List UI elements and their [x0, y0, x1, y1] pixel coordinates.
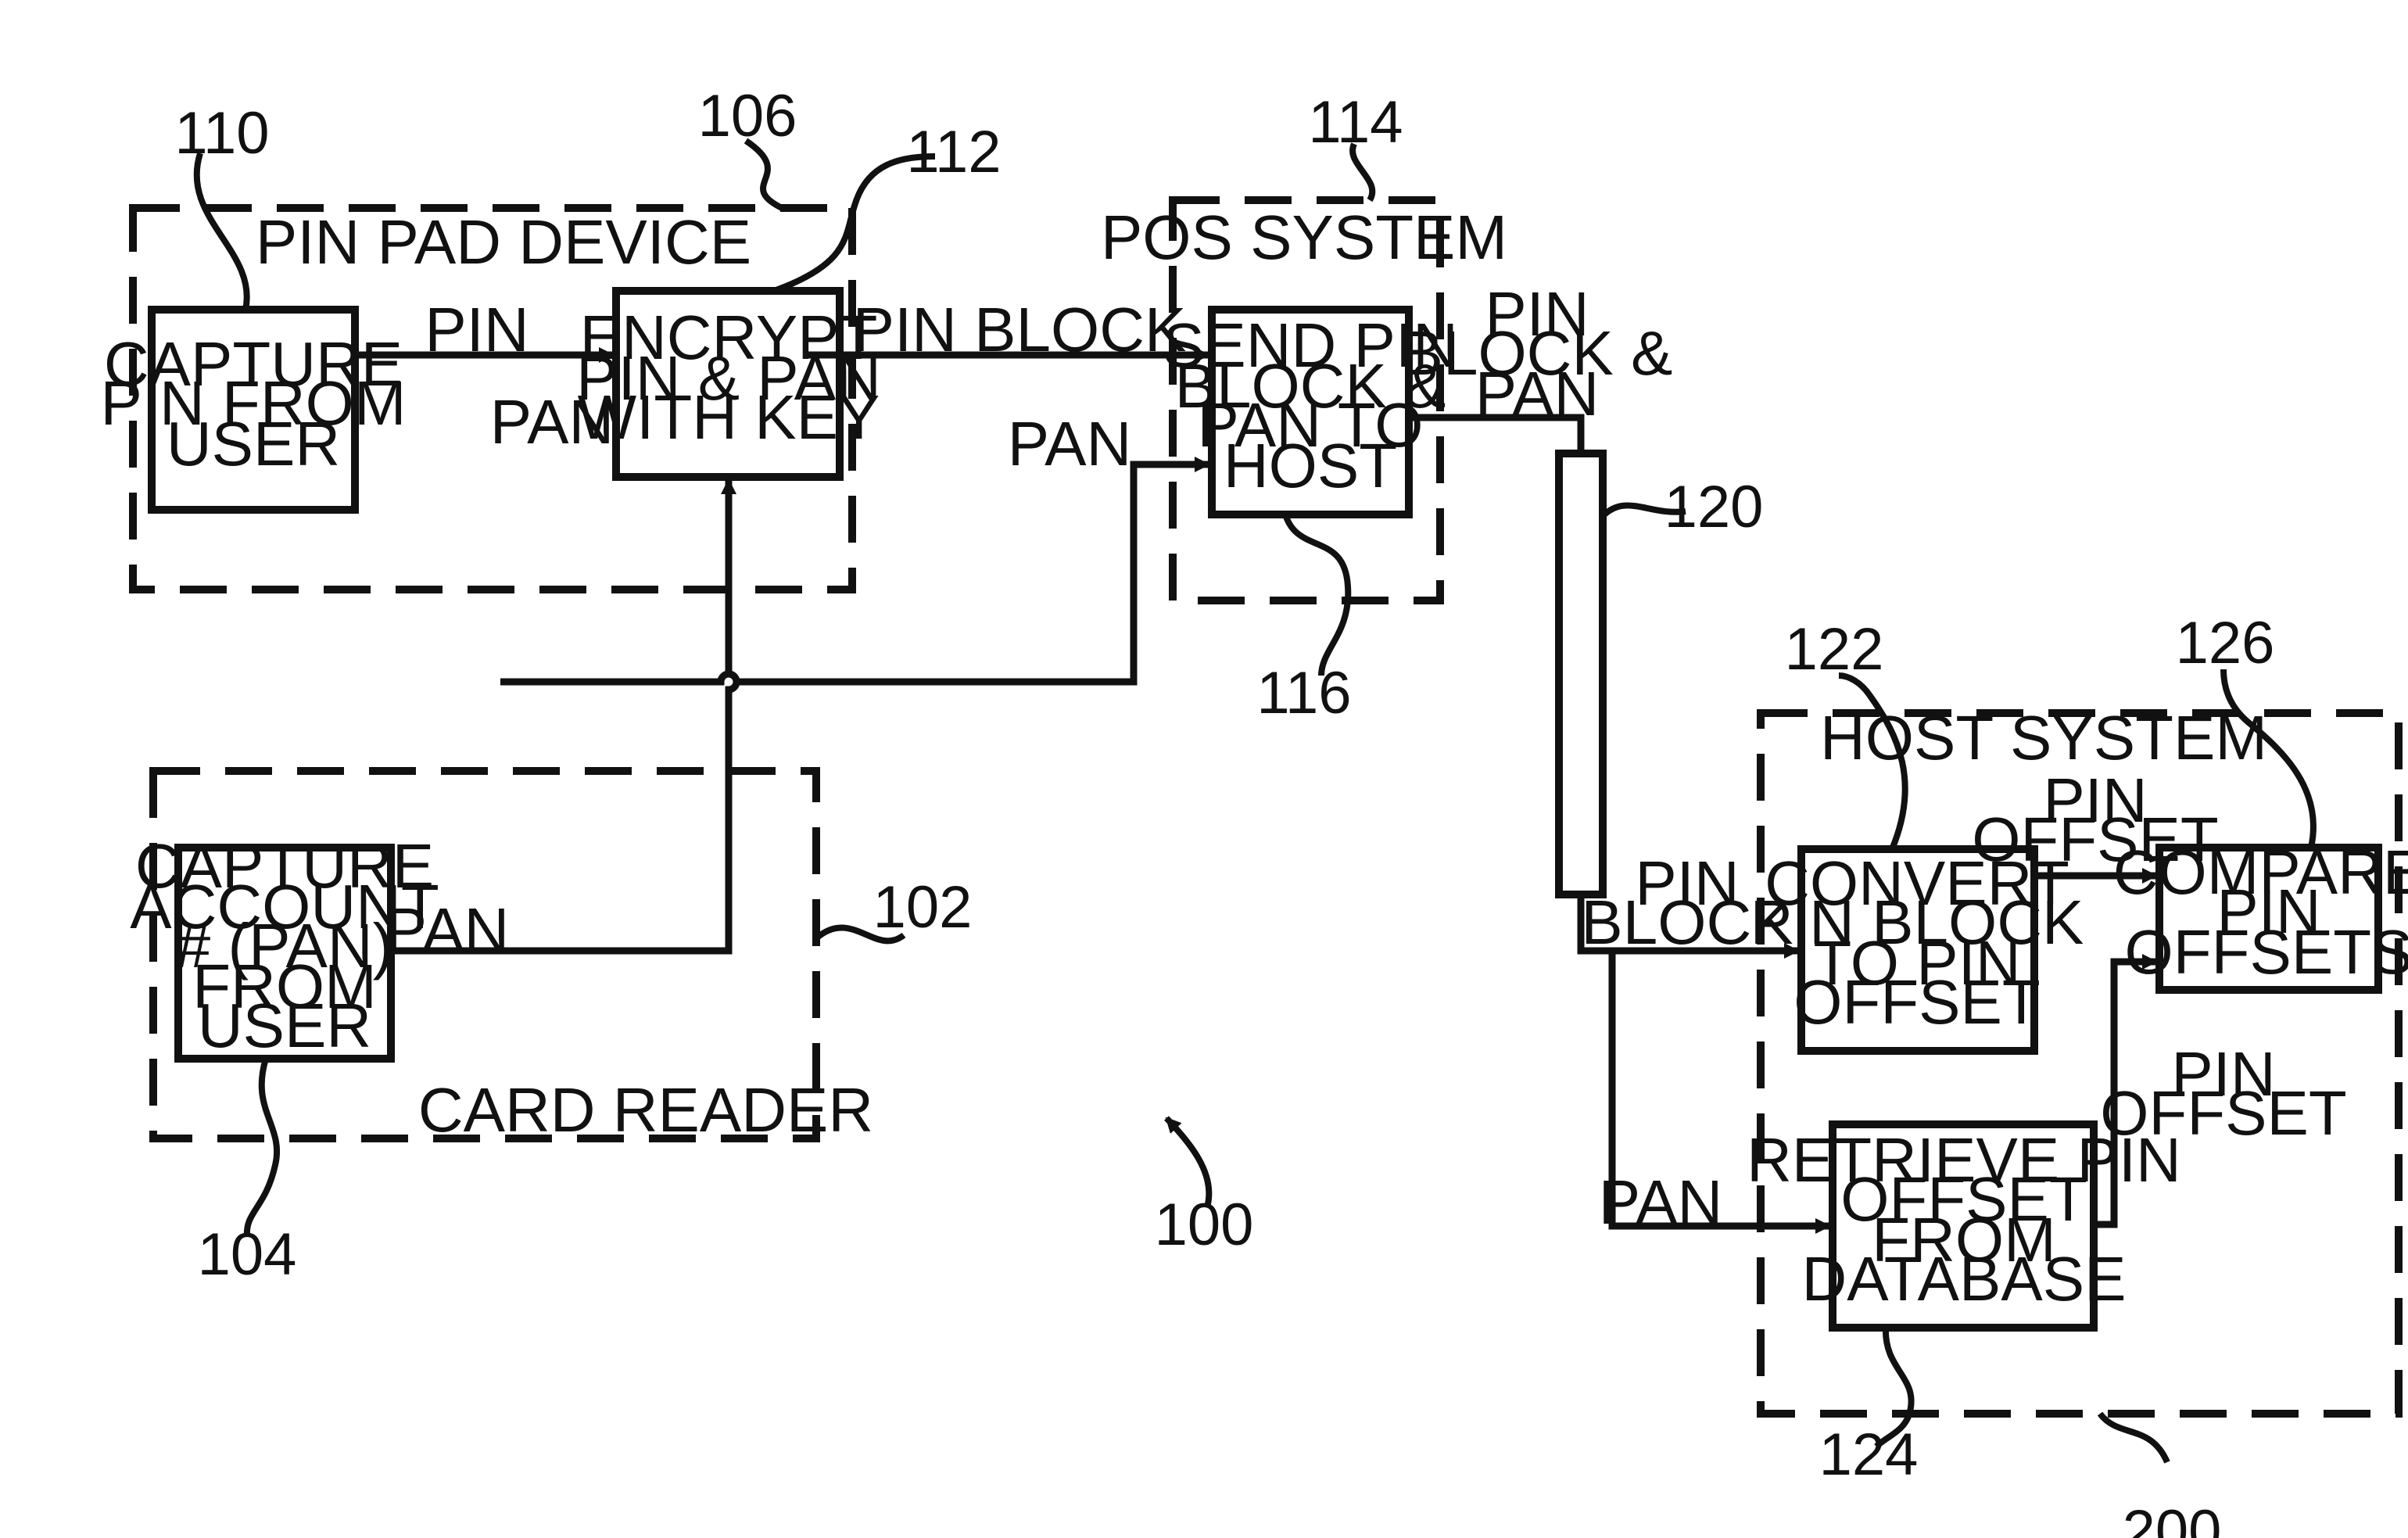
- ref-116: 116: [1256, 660, 1351, 726]
- encrypt-block: ENCRYPT PIN & PAN WITH KEY: [576, 291, 881, 477]
- pos-system-label: POS SYSTEM: [1101, 203, 1507, 272]
- convert-block: CONVERT PIN BLOCK TO PIN OFFSET: [1750, 848, 2084, 1051]
- svg-text:OFFSET: OFFSET: [1793, 967, 2041, 1037]
- ref-122: 122: [1785, 616, 1884, 683]
- ref-104: 104: [198, 1221, 297, 1288]
- ref-106: 106: [698, 83, 797, 149]
- ref-120: 120: [1664, 474, 1764, 540]
- leader-110: [197, 153, 247, 310]
- ref-124: 124: [1819, 1421, 1919, 1488]
- leader-104: [247, 1059, 277, 1235]
- svg-text:HOST: HOST: [1224, 431, 1397, 500]
- pan-reader-to-encrypt-connector: [391, 480, 736, 951]
- ref-102: 102: [873, 874, 973, 941]
- ref-110: 110: [174, 100, 269, 167]
- leader-116: [1285, 514, 1348, 676]
- network-channel: [1559, 454, 1603, 894]
- card-reader-label: CARD READER: [418, 1075, 873, 1145]
- pan-host-label: PAN: [1599, 1167, 1723, 1237]
- pin-block-host-label-2: BLOCK: [1581, 887, 1793, 957]
- pin-offset-top-label-2: OFFSET: [1972, 805, 2219, 874]
- svg-text:WITH KEY: WITH KEY: [578, 382, 880, 452]
- ref-100: 100: [1155, 1192, 1254, 1258]
- pan-from-reader-label: PAN: [385, 895, 510, 965]
- ref-126: 126: [2176, 610, 2275, 676]
- capture-pin-block: CAPTURE PIN FROM USER: [100, 310, 406, 510]
- pan-to-encrypt-label: PAN: [490, 387, 615, 457]
- svg-text:OFFSETS: OFFSETS: [2125, 917, 2408, 987]
- ref-200: 200: [2123, 1498, 2222, 1538]
- pin-block-pan-label-3: PAN: [1475, 359, 1600, 428]
- pin-block-edge-label: PIN BLOCK: [853, 295, 1187, 364]
- host-system-label: HOST SYSTEM: [1820, 703, 2267, 773]
- leader-106: [746, 141, 782, 208]
- svg-text:DATABASE: DATABASE: [1802, 1244, 2127, 1314]
- ref-112: 112: [906, 119, 1001, 185]
- pin-offset-right-label-2: OFFSET: [2100, 1078, 2347, 1148]
- svg-text:USER: USER: [198, 991, 371, 1060]
- leader-200: [2100, 1414, 2167, 1462]
- svg-text:USER: USER: [167, 409, 340, 479]
- pin-pad-device-label: PIN PAD DEVICE: [256, 207, 751, 277]
- pan-to-pos-label: PAN: [1008, 409, 1132, 479]
- pin-edge-label: PIN: [425, 295, 529, 364]
- ref-114: 114: [1308, 89, 1403, 156]
